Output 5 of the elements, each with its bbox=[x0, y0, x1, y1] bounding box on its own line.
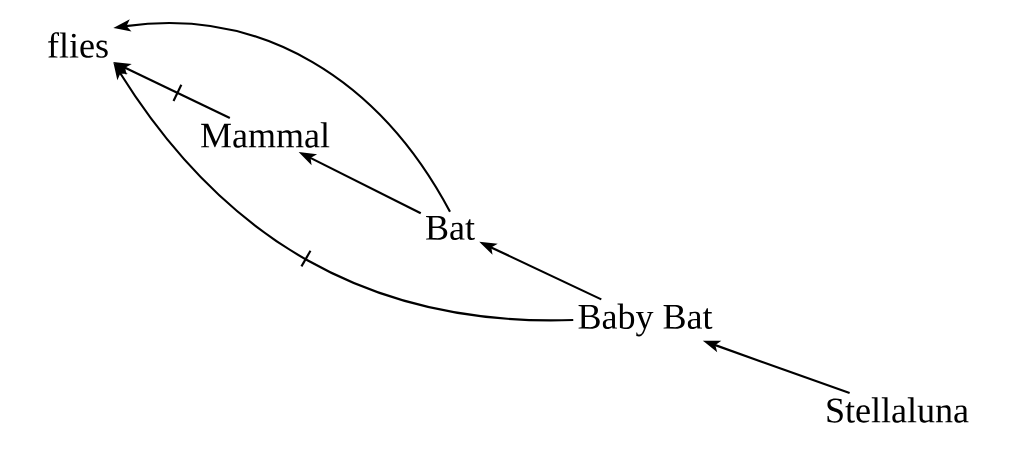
node-label: Mammal bbox=[201, 122, 330, 148]
node-label: Baby Bat bbox=[578, 303, 713, 337]
node-label: flies bbox=[48, 32, 108, 58]
node-label: Stellaluna bbox=[827, 397, 969, 423]
node-label: Bat bbox=[426, 216, 475, 240]
